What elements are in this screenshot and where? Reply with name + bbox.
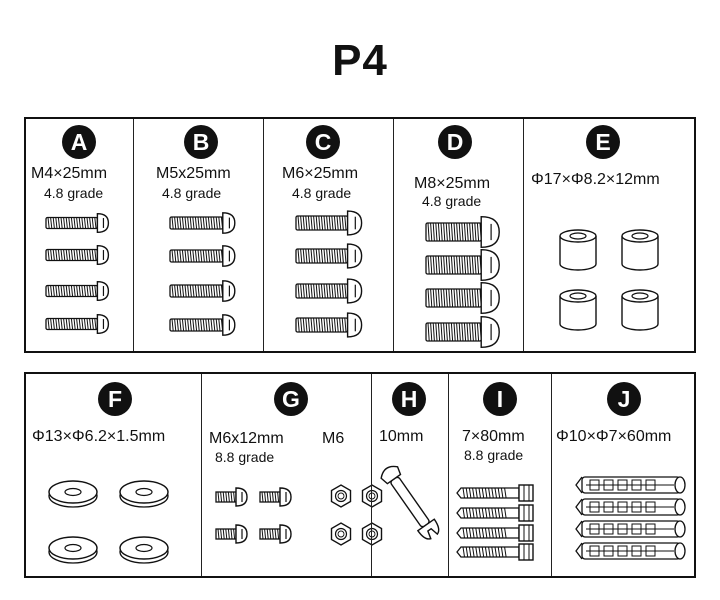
washer-shape bbox=[119, 536, 169, 564]
part-size-label: 7×80mm bbox=[462, 428, 525, 445]
bolt-shape bbox=[295, 312, 363, 338]
wrench-icon bbox=[380, 465, 440, 540]
bolt-shape bbox=[169, 280, 236, 302]
lag-bolt-shape bbox=[456, 524, 534, 542]
hex-nut-shape bbox=[361, 522, 383, 546]
part-cell-c: C M6×25mm 4.8 grade bbox=[263, 119, 393, 351]
part-grade-label: 4.8 grade bbox=[44, 185, 104, 201]
wall-anchor-icon bbox=[575, 476, 686, 560]
bolt-shape bbox=[295, 210, 363, 236]
small-bolt-shape bbox=[259, 524, 292, 544]
page-title: P4 bbox=[332, 36, 388, 85]
spacer-shape bbox=[559, 289, 597, 331]
washer-shape bbox=[48, 480, 98, 508]
bolt-shape bbox=[169, 314, 236, 336]
bolt-shape bbox=[45, 244, 110, 266]
part-letter-badge: A bbox=[62, 125, 96, 159]
part-letter-badge: H bbox=[392, 382, 426, 416]
small-bolt-shape bbox=[215, 487, 248, 507]
bolt-shape bbox=[295, 243, 363, 269]
bolt-shape bbox=[425, 248, 500, 282]
bolt-icon bbox=[295, 210, 363, 338]
washer-shape bbox=[119, 480, 169, 508]
part-size-label: 10mm bbox=[379, 428, 424, 445]
bolt-shape bbox=[425, 315, 500, 349]
part-cell-h: H 10mm bbox=[371, 374, 448, 576]
bolt-shape bbox=[45, 313, 110, 335]
hardware-panel-top: A M4×25mm 4.8 grade B M5x25mm 4.8 grade … bbox=[24, 117, 696, 353]
hex-nut-shape bbox=[361, 484, 383, 508]
part-letter-badge: E bbox=[586, 125, 620, 159]
anchor-shape bbox=[575, 542, 686, 560]
small-bolt-shape bbox=[259, 487, 292, 507]
part-grade-label: 4.8 grade bbox=[162, 185, 222, 201]
part-cell-a: A M4×25mm 4.8 grade bbox=[26, 119, 133, 351]
lag-bolt-shape bbox=[456, 543, 534, 561]
part-cell-i: I 7×80mm 8.8 grade bbox=[448, 374, 551, 576]
part-size-label: Φ17×Φ8.2×12mm bbox=[531, 171, 660, 188]
part-letter-badge: C bbox=[306, 125, 340, 159]
lag-bolt-shape bbox=[456, 504, 534, 522]
lag-bolt-icon bbox=[456, 484, 534, 561]
part-letter-badge: G bbox=[274, 382, 308, 416]
bolt-shape bbox=[169, 212, 236, 234]
part-cell-f: F Φ13×Φ6.2×1.5mm bbox=[26, 374, 201, 576]
bolt-shape bbox=[295, 278, 363, 304]
lag-bolt-shape bbox=[456, 484, 534, 502]
part-size-label: M6x12mm bbox=[209, 430, 284, 447]
bolt-and-nut-icon bbox=[215, 484, 383, 546]
part-cell-j: J Φ10×Φ7×60mm bbox=[551, 374, 698, 576]
bolt-shape bbox=[425, 281, 500, 315]
spacer-shape bbox=[559, 229, 597, 271]
washer-shape bbox=[48, 536, 98, 564]
part-letter-badge: D bbox=[438, 125, 472, 159]
bolt-icon bbox=[45, 212, 110, 335]
bolt-shape bbox=[169, 245, 236, 267]
part-cell-e: E Φ17×Φ8.2×12mm bbox=[523, 119, 698, 351]
washer-icon bbox=[48, 480, 169, 564]
part-cell-g: G M6x12mm 8.8 grade M6 bbox=[201, 374, 383, 576]
anchor-shape bbox=[575, 498, 686, 516]
bolt-icon bbox=[425, 215, 500, 349]
part-grade-label: 4.8 grade bbox=[292, 185, 352, 201]
part-grade-label: 8.8 grade bbox=[464, 447, 524, 463]
part-cell-b: B M5x25mm 4.8 grade bbox=[133, 119, 263, 351]
part-letter-badge: J bbox=[607, 382, 641, 416]
spacer-shape bbox=[621, 289, 659, 331]
small-bolt-shape bbox=[215, 524, 248, 544]
part-size-label: M8×25mm bbox=[414, 175, 491, 192]
bolt-shape bbox=[425, 215, 500, 249]
nut-size-label: M6 bbox=[322, 430, 345, 447]
spacer-icon bbox=[559, 229, 659, 331]
part-grade-label: 8.8 grade bbox=[215, 449, 275, 465]
wrench-shape bbox=[380, 465, 440, 540]
anchor-shape bbox=[575, 476, 686, 494]
part-size-label: M5x25mm bbox=[156, 165, 231, 182]
bolt-icon bbox=[169, 212, 236, 336]
part-letter-badge: I bbox=[483, 382, 517, 416]
hardware-panel-bottom: F Φ13×Φ6.2×1.5mm G M6x12mm 8.8 grade M6 … bbox=[24, 372, 696, 578]
part-grade-label: 4.8 grade bbox=[422, 193, 482, 209]
part-letter-badge: B bbox=[184, 125, 218, 159]
bolt-shape bbox=[45, 212, 110, 234]
part-cell-d: D M8×25mm 4.8 grade bbox=[393, 119, 523, 351]
part-size-label: M6×25mm bbox=[282, 165, 359, 182]
part-size-label: M4×25mm bbox=[31, 165, 108, 182]
hex-nut-shape bbox=[330, 522, 352, 546]
part-size-label: Φ10×Φ7×60mm bbox=[556, 428, 672, 445]
part-size-label: Φ13×Φ6.2×1.5mm bbox=[32, 428, 166, 445]
spacer-shape bbox=[621, 229, 659, 271]
anchor-shape bbox=[575, 520, 686, 538]
bolt-shape bbox=[45, 280, 110, 302]
hex-nut-shape bbox=[330, 484, 352, 508]
part-letter-badge: F bbox=[98, 382, 132, 416]
